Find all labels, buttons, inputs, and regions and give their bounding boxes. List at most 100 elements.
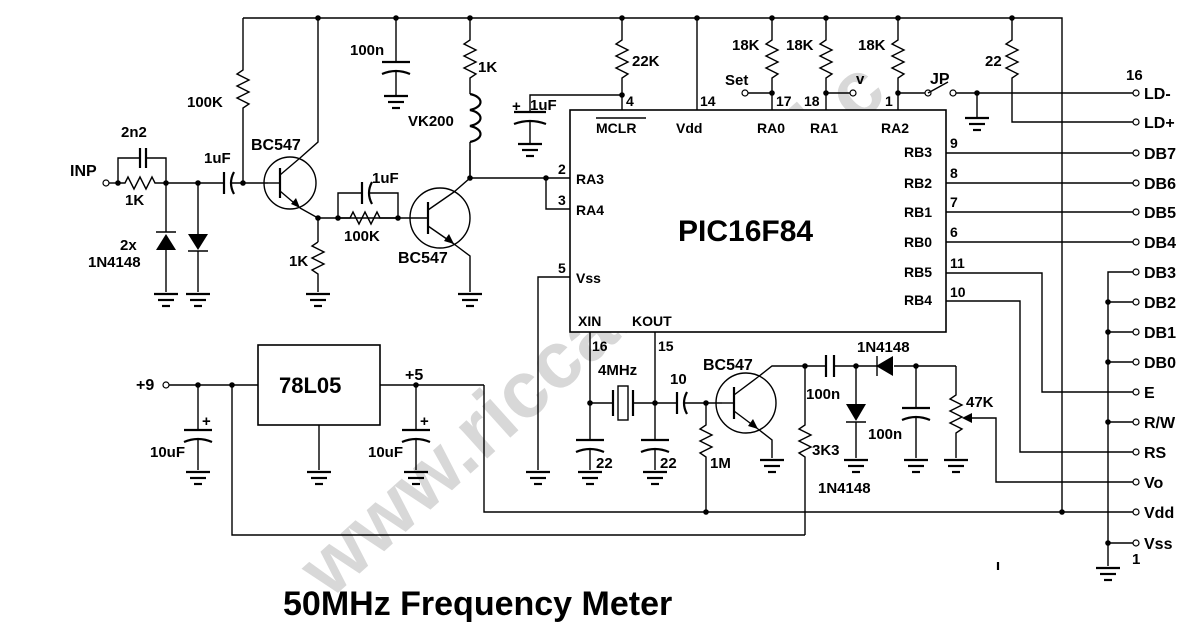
pin-name-rb2: RB2	[904, 175, 932, 191]
pin-name-rb1: RB1	[904, 204, 932, 220]
lcd-connector: 16 1 LD- LD+ DB7 DB6 DB5 DB4 DB3 DB2 DB1…	[1126, 67, 1176, 568]
c-10uf-b-label: 10uF	[368, 444, 403, 461]
pin-name-vss: Vss	[576, 270, 601, 286]
pot-47k-label: 47K	[966, 394, 994, 411]
pin-4: 4	[626, 93, 634, 109]
pin-3: 3	[558, 192, 566, 208]
set-switch-terminal[interactable]	[741, 89, 749, 97]
c-10uf-b-plus: +	[420, 413, 429, 430]
lcd-pin-1: 1	[1132, 551, 1140, 568]
lcd-pin-row[interactable]: LD-	[1132, 86, 1171, 103]
pin-name-ra3: RA3	[576, 171, 604, 187]
r-1k-emitter-label: 1K	[289, 253, 308, 270]
lcd-pin-label: DB3	[1144, 265, 1176, 282]
pin-name-xout: KOUT	[632, 313, 672, 329]
r-22k-label: 22K	[632, 53, 660, 70]
d-bottom-label: 1N4148	[818, 480, 871, 497]
pin-1: 1	[885, 93, 893, 109]
v5-label: +5	[405, 367, 423, 384]
c-1uf-mclr-plus: +	[512, 98, 521, 115]
lcd-pin-label: DB5	[1144, 205, 1176, 222]
pull-up-resistors: 18K 18K 18K Set v JP	[725, 18, 957, 110]
lcd-pin-row[interactable]: DB7	[1132, 146, 1176, 163]
c-100n-top-label: 100n	[350, 42, 384, 59]
lcd-pin-label: DB4	[1144, 235, 1176, 252]
lcd-pin-row[interactable]: Vdd	[1132, 505, 1174, 522]
pin-2: 2	[558, 161, 566, 177]
pin-name-mclr: MCLR	[596, 120, 636, 136]
lcd-pin-label: RS	[1144, 445, 1167, 462]
input-terminal[interactable]	[102, 179, 110, 187]
ground-symbol	[306, 292, 330, 308]
lcd-pin-row[interactable]: E	[1132, 385, 1155, 402]
oscillator: 4MHz 22 22 10 1M	[575, 332, 731, 512]
pin-name-rb4: RB4	[904, 292, 932, 308]
lcd-pin-row[interactable]: RS	[1132, 445, 1167, 462]
lcd-pin-label: DB1	[1144, 325, 1176, 342]
ra1-switch-terminal[interactable]	[849, 89, 857, 97]
pic16f84-ic: PIC16F84 RA3 RA4 Vss 2 3 5 MCLR Vdd RA0 …	[543, 93, 966, 354]
pin-18: 18	[804, 93, 820, 109]
ground-symbol	[154, 292, 210, 308]
q3-label: BC547	[703, 357, 753, 374]
lcd-pin-row[interactable]: DB3	[1132, 265, 1176, 282]
pin-name-rb0: RB0	[904, 234, 932, 250]
c-22-b-label: 22	[660, 455, 677, 472]
mid-coupling: 1uF 100K	[318, 170, 408, 245]
c-10uf-a-label: 10uF	[150, 444, 185, 461]
lcd-pin-label: Vss	[1144, 536, 1173, 553]
lcd-pin-label: Vo	[1144, 475, 1163, 492]
c-100n-b-label: 100n	[868, 426, 902, 443]
pin-14: 14	[700, 93, 716, 109]
c-10uf-a-plus: +	[202, 413, 211, 430]
pin-name-vdd: Vdd	[676, 120, 702, 136]
q1-label: BC547	[251, 137, 301, 154]
lcd-pin-label: Vdd	[1144, 505, 1174, 522]
lcd-pin-row[interactable]: R/W	[1132, 415, 1176, 432]
pin-15: 15	[658, 338, 674, 354]
pin-name-rb5: RB5	[904, 264, 932, 280]
pin-17: 17	[776, 93, 792, 109]
power-supply: +9 78L05 +5 + 10uF + 10uF	[136, 344, 1133, 536]
v9-terminal[interactable]	[162, 381, 170, 389]
lcd-pin-label: LD-	[1144, 86, 1171, 103]
lcd-pin-label: DB2	[1144, 295, 1176, 312]
pin-name-ra4: RA4	[576, 202, 604, 218]
lcd-pin-label: DB6	[1144, 176, 1176, 193]
pin-9: 9	[950, 135, 958, 151]
q2-label: BC547	[398, 250, 448, 267]
lcd-pin-row[interactable]: DB0	[1132, 355, 1176, 372]
set-label: Set	[725, 72, 748, 89]
transistor-q2: BC547	[398, 150, 546, 308]
ic-name: PIC16F84	[678, 215, 813, 248]
lcd-pin-row[interactable]: DB2	[1132, 295, 1176, 312]
diodes-input-label: 1N4148	[88, 254, 141, 271]
pin-11: 11	[950, 255, 965, 271]
r-3k3-label: 3K3	[812, 442, 840, 459]
lcd-pin-label: DB0	[1144, 355, 1176, 372]
coil-label: VK200	[408, 113, 454, 130]
pin-name-rb3: RB3	[904, 144, 932, 160]
diodes-count-label: 2x	[120, 237, 137, 254]
lcd-pin-label: E	[1144, 385, 1155, 402]
vss-ground	[526, 276, 570, 486]
pin-name-ra0: RA0	[757, 120, 785, 136]
lcd-pin-row[interactable]: DB5	[1132, 205, 1176, 222]
lcd-pin-row[interactable]: DB1	[1132, 325, 1176, 342]
c-1uf-input-label: 1uF	[204, 150, 231, 167]
pin-7: 7	[950, 194, 958, 210]
lcd-pin-row[interactable]: LD+	[1132, 115, 1175, 132]
pin-name-xin: XIN	[578, 313, 601, 329]
input-stage: INP 2n2 1K 2x 1N4148	[70, 60, 268, 308]
lcd-pin-row[interactable]: DB4	[1132, 235, 1176, 252]
r-22-label: 22	[985, 53, 1002, 70]
lcd-pin-row[interactable]: DB6	[1132, 176, 1176, 193]
lcd-pin-row[interactable]: Vss	[1132, 536, 1173, 553]
jp-terminal-b[interactable]	[949, 89, 957, 97]
r-1k-input-label: 1K	[125, 192, 144, 209]
jp-label: JP	[930, 71, 950, 88]
lcd-pin-row[interactable]: Vo	[1132, 475, 1163, 492]
switch-v-label: v	[856, 71, 865, 88]
c-22-a-label: 22	[596, 455, 613, 472]
